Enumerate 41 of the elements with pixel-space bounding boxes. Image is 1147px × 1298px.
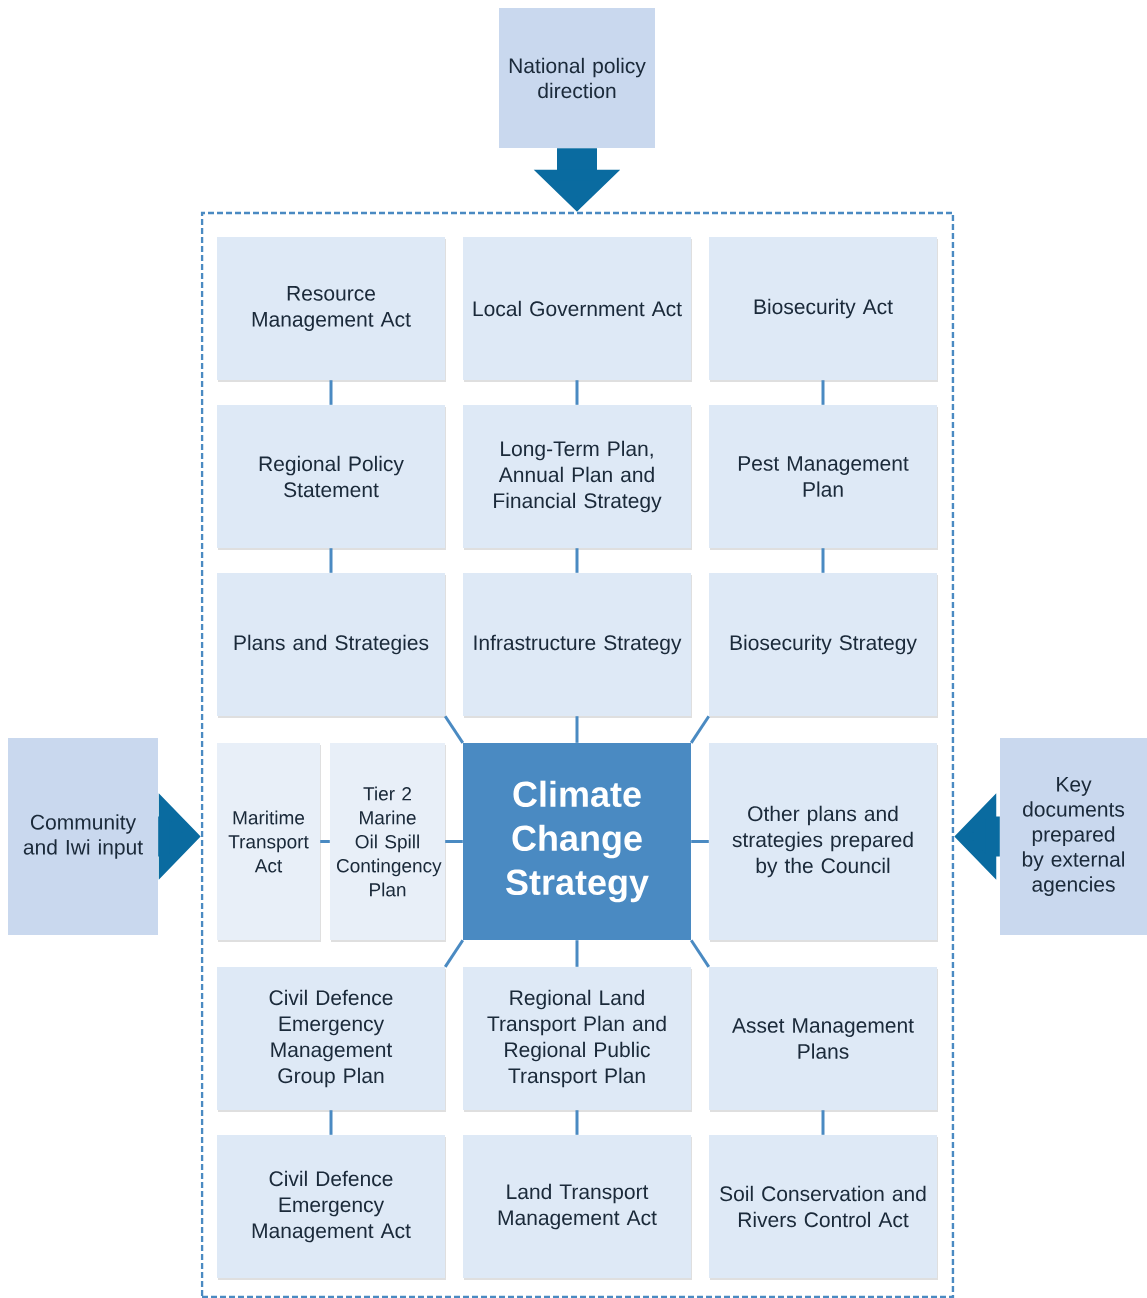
connector-line [691,840,709,843]
document-box: Civil Defence Emergency Management Group Plan [217,967,446,1112]
document-box: Regional Policy Statement [217,405,446,550]
connector-line [329,1110,333,1135]
connector-line [821,1110,825,1135]
connector-line [329,548,333,573]
input-box: National policy direction [499,8,655,148]
connector-line [320,840,330,843]
connector-line [575,380,579,405]
connector-line [445,840,463,843]
connector-line [575,1110,579,1135]
strategy-box: Climate Change Strategy [463,743,691,940]
document-box: Asset Management Plans [709,967,938,1112]
connector-line [575,548,579,573]
connector-line [575,940,579,967]
input-box: Community and Iwi input [8,738,158,935]
document-box: Plans and Strategies [217,573,446,718]
connector-line [329,380,333,405]
document-box: Long-Term Plan, Annual Plan and Financial Strategy [463,405,692,550]
document-box: Biosecurity Act [709,237,938,382]
document-box: Pest Management Plan [709,405,938,550]
document-box: Other plans and strategies prepared by the Council [709,743,938,942]
document-box: Local Government Act [463,237,692,382]
document-box: Soil Conservation and Rivers Control Act [709,1135,938,1280]
document-box: Maritime Transport Act [217,743,321,942]
connector-line [689,939,711,968]
connector-line [821,548,825,573]
document-box: Tier 2 Marine Oil Spill Contingency Plan [330,743,446,942]
document-box: Civil Defence Emergency Management Act [217,1135,446,1280]
document-box: Regional Land Transport Plan and Regional Public Transport Plan [463,967,692,1112]
input-box: Key documents prepared by external agencies [1000,738,1147,935]
connector-line [689,715,711,744]
document-box: Biosecurity Strategy [709,573,938,718]
document-box: Infrastructure Strategy [463,573,692,718]
connector-line [821,380,825,405]
connector-line [443,939,465,968]
connector-line [443,715,465,744]
dashed-frame [200,211,955,1298]
document-box: Resource Management Act [217,237,446,382]
connector-line [575,716,579,743]
document-box: Land Transport Management Act [463,1135,692,1280]
